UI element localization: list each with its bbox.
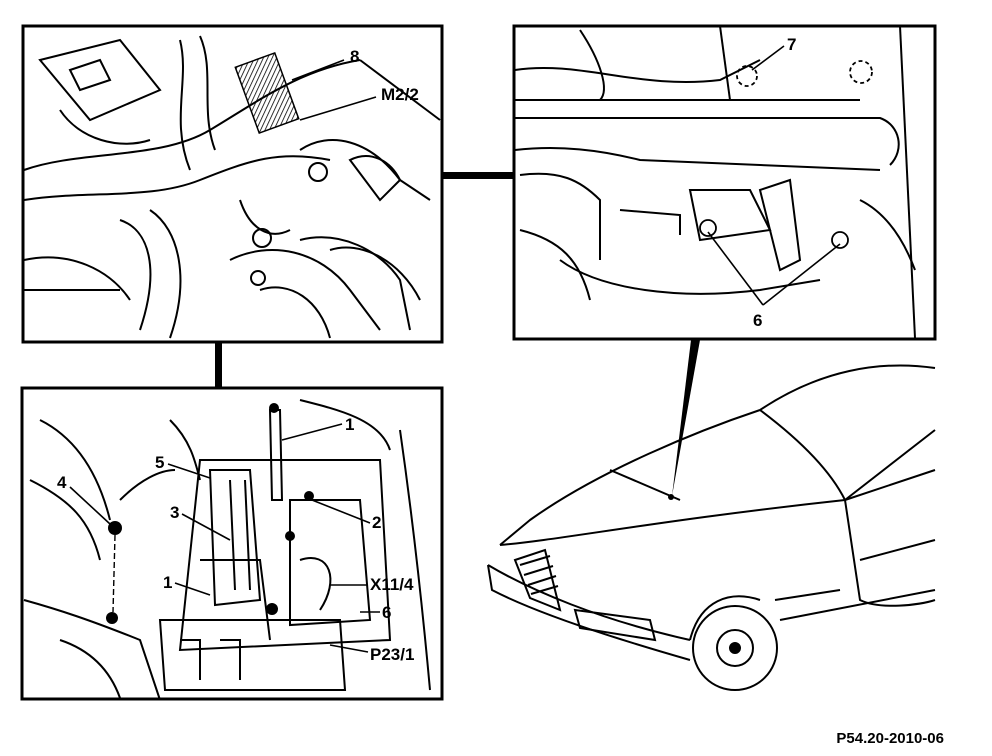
top-left-leaders xyxy=(291,59,377,121)
callout-8-label: 8 xyxy=(350,47,359,66)
panel-connector-vertical xyxy=(215,342,222,388)
callout-1-left-label: 1 xyxy=(163,573,172,592)
vehicle-hood xyxy=(499,409,761,546)
callout-6-label: 6 xyxy=(753,311,762,330)
vehicle-windshield xyxy=(759,409,936,502)
detail-panel-top-right: 7 6 xyxy=(512,24,937,341)
bottom-left-leaders xyxy=(69,423,380,653)
top-right-leaders xyxy=(707,45,841,306)
hatched-component xyxy=(234,51,300,135)
vehicle-front-bumper xyxy=(487,564,691,641)
vehicle-illustration xyxy=(487,364,936,691)
callout-x11-4-label: X11/4 xyxy=(370,575,414,594)
callout-5-label: 5 xyxy=(155,453,164,472)
callout-3-label: 3 xyxy=(170,503,179,522)
detail-panel-bottom-left: 1 5 4 2 3 1 X11/4 6 P23/1 xyxy=(20,386,444,701)
hood-location-dot xyxy=(668,494,674,500)
callout-1-top-label: 1 xyxy=(345,415,354,434)
vehicle-grille xyxy=(513,548,562,612)
callout-4-label: 4 xyxy=(57,473,67,492)
figure-caption: P54.20-2010-06 xyxy=(836,730,944,747)
callout-7-label: 7 xyxy=(787,35,796,54)
callout-2-label: 2 xyxy=(372,513,381,532)
bottom-left-module-artwork xyxy=(23,399,431,701)
vehicle-roof xyxy=(759,364,936,411)
top-left-engine-artwork xyxy=(23,35,441,339)
panel-connector-horizontal xyxy=(442,172,514,179)
top-right-underhood-artwork xyxy=(514,25,916,339)
callout-m2-2-label: M2/2 xyxy=(381,85,419,104)
hood-location-pointer xyxy=(672,340,700,496)
callout-6-label: 6 xyxy=(382,603,391,622)
callout-p23-1-label: P23/1 xyxy=(370,645,414,664)
screw-axis-line xyxy=(112,534,116,613)
bottom-left-screws xyxy=(106,403,314,624)
vehicle-front-wheel xyxy=(692,605,778,691)
top-right-bolts xyxy=(699,60,873,249)
detail-panel-top-left: 8 M2/2 xyxy=(21,24,444,344)
vehicle-headlight xyxy=(573,608,657,642)
